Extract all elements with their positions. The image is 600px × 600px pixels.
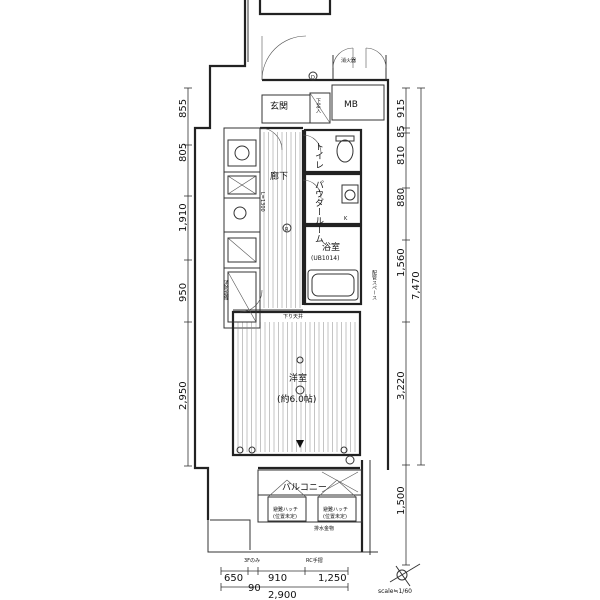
stove-icon	[227, 175, 257, 195]
drain-label: 排水金物	[314, 525, 334, 532]
r-label: R	[285, 227, 289, 233]
toilet-door	[302, 134, 322, 154]
toilet-label: トイレ	[313, 142, 324, 169]
western-door	[239, 289, 263, 313]
fridge-icon	[227, 237, 257, 263]
l1300-label: L=1300	[259, 192, 265, 212]
dim-left-3: 950	[178, 283, 189, 302]
compass: scale≒1/60	[378, 563, 421, 595]
key-label: K	[344, 216, 348, 222]
western-size-label: (約6.0帖)	[277, 393, 316, 405]
dim-right-4: 1,560	[396, 248, 407, 277]
closet-icon	[227, 271, 257, 323]
entrance-doors	[261, 35, 387, 81]
scale-label: scale≒1/60	[378, 588, 412, 595]
d-mark-icon	[308, 71, 318, 81]
dims-bottom: 650 90 910 1,250 2,900	[224, 573, 347, 600]
dim-bottom-2: 910	[268, 573, 287, 584]
dim-right-5: 7,470	[411, 271, 422, 300]
toilet-bowl-icon	[336, 139, 354, 163]
hatch-left-label: 避難ハッチ	[273, 506, 298, 513]
bathtub-icon	[307, 269, 359, 301]
ceiling-light-icon	[295, 385, 305, 395]
dim-right-3: 880	[396, 188, 407, 207]
note-ceiling: 下り天井	[283, 313, 303, 320]
dims-right: 915 85 810 880 1,560 7,470 3,220 1,500	[396, 99, 422, 515]
hatch-right-label: 避難ハッチ	[323, 506, 348, 513]
corridor-label: 廊下	[270, 170, 288, 182]
fixtures	[227, 71, 359, 522]
dimension-lines	[184, 87, 425, 591]
powder-label: パウダールーム	[313, 180, 324, 243]
washer-icon	[233, 206, 247, 220]
note-rc: RC手摺	[306, 557, 323, 564]
ac-arrow-icon	[296, 440, 304, 448]
d-label: D	[311, 75, 315, 81]
western-label: 洋室	[289, 372, 307, 384]
corridor-door	[259, 127, 283, 151]
hatch-right-sub: (位置未定)	[323, 513, 347, 520]
r-mark-icon	[282, 223, 292, 233]
bath-label: 浴室	[322, 241, 340, 253]
dim-bottom-4: 2,900	[268, 590, 297, 600]
north-arrow-icon	[396, 569, 408, 581]
balcony-label: バルコニー	[282, 482, 327, 493]
dim-bottom-3: 1,250	[318, 573, 347, 584]
light-icon	[296, 356, 304, 364]
dim-bottom-1: 90	[248, 583, 261, 594]
interior-walls	[223, 84, 385, 523]
dim-left-4: 2,950	[178, 381, 189, 410]
dim-left-2: 1,910	[178, 203, 189, 232]
dim-right-1: 85	[396, 125, 407, 138]
dims-left: 855 805 1,910 950 2,950	[178, 99, 189, 410]
floor-hatching	[237, 132, 356, 452]
room-labels: 玄関 MB 下足入 トイレ 廊下 パウダールーム 浴室 (UB1014) 洋室 …	[223, 57, 377, 564]
dim-bottom-0: 650	[224, 573, 243, 584]
dim-left-1: 805	[178, 143, 189, 162]
note-3f: 3Fのみ	[244, 558, 260, 564]
fire-label: 消火器	[341, 57, 356, 64]
dim-right-0: 915	[396, 99, 407, 118]
note-pipe: 配管スペース	[371, 270, 377, 300]
mb-label: MB	[344, 100, 358, 110]
genkan-label: 玄関	[270, 100, 288, 112]
wash-basin-icon	[341, 184, 359, 204]
shoes-label: 下足入	[315, 98, 321, 113]
dim-left-0: 855	[178, 99, 189, 118]
dim-right-7: 1,500	[396, 486, 407, 515]
sink-icon	[227, 139, 257, 167]
bath-unit-label: (UB1014)	[311, 255, 339, 262]
dim-right-6: 3,220	[396, 371, 407, 400]
fire-equip-label: 消防設備	[223, 279, 229, 301]
hatch-left-sub: (位置未定)	[273, 513, 297, 520]
powder-door	[302, 179, 322, 199]
dim-right-2: 810	[396, 146, 407, 165]
